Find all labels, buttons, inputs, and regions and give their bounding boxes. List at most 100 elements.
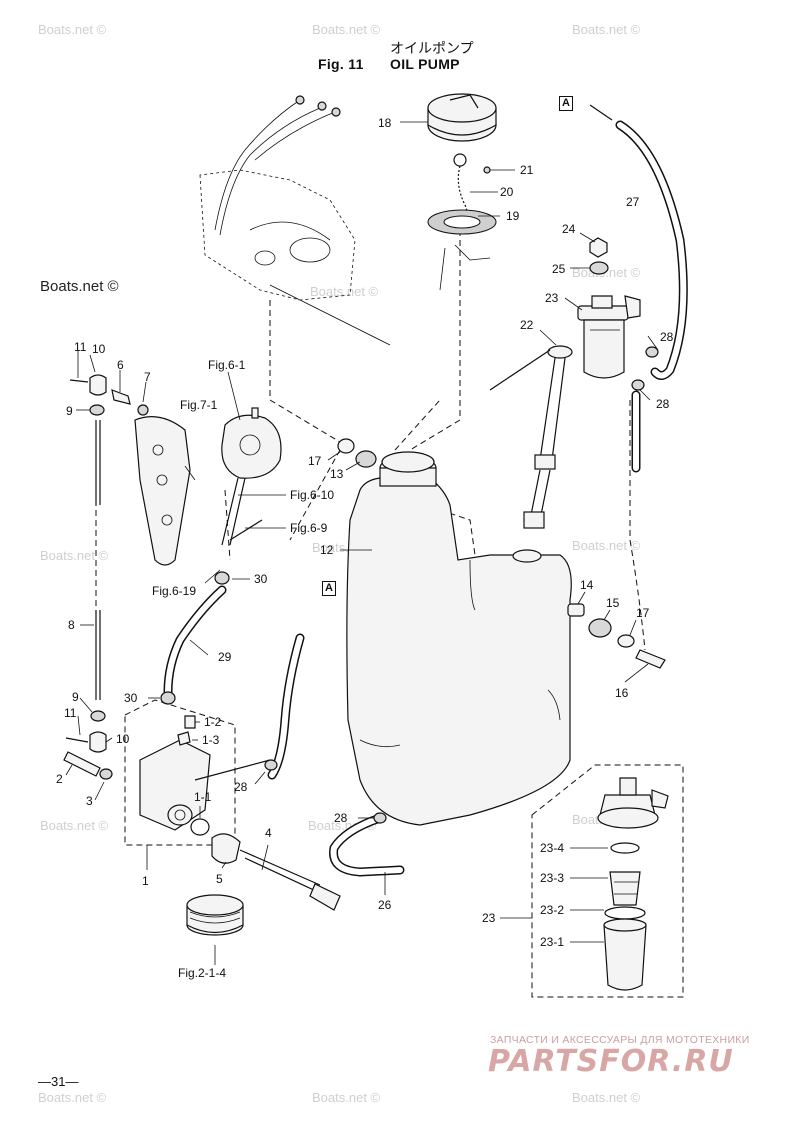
watermark: Boats.net © (40, 278, 119, 295)
nut-24-part (589, 237, 608, 258)
callout-21: 21 (520, 163, 534, 177)
japanese-title: オイルポンプ (390, 41, 474, 57)
callout-1-1: 1-1 (194, 790, 212, 804)
callout-6: 6 (117, 358, 124, 372)
hose-28-part (264, 633, 305, 780)
callout-23-top: 23 (545, 291, 559, 305)
callout-17-top: 17 (308, 454, 322, 468)
callout-30-top: 30 (254, 572, 268, 586)
level-sensor-part (489, 345, 573, 529)
clamp-30b-part (160, 691, 176, 705)
hose-26-part (329, 812, 405, 877)
callout-1-3: 1-3 (202, 733, 220, 747)
watermark: Boats.net © (310, 284, 379, 299)
callout-16: 16 (615, 686, 629, 700)
callout-28-d: 28 (334, 811, 348, 825)
watermark: Boats.net © (572, 22, 641, 37)
ref-fig-6-9: Fig.6-9 (290, 521, 328, 535)
callout-17-bottom: 17 (636, 606, 650, 620)
callout-4: 4 (265, 826, 272, 840)
watermark: Boats.net © (38, 22, 107, 37)
callout-8: 8 (68, 618, 75, 632)
hose-27-part (589, 104, 688, 380)
page-number: —31— (38, 1074, 79, 1089)
grommet-15-part (588, 618, 612, 638)
callout-12: 12 (320, 543, 334, 557)
clamp-30-part (214, 571, 230, 585)
callout-11-top: 11 (74, 340, 87, 354)
wire-harness (214, 95, 341, 236)
callout-9-bottom: 9 (72, 690, 79, 704)
callout-18: 18 (378, 116, 392, 130)
callout-23-3: 23-3 (540, 871, 565, 885)
callout-23-1: 23-1 (540, 935, 565, 949)
callout-24: 24 (562, 222, 576, 236)
hose-29-part (163, 585, 227, 697)
tank-cap-part (427, 93, 497, 142)
ref-fig-6-10: Fig.6-10 (290, 488, 335, 502)
washer-25-part (589, 261, 609, 275)
watermark: Boats.net © (40, 548, 109, 563)
o-ring-1-1-part (190, 818, 210, 836)
callout-11-bottom: 11 (64, 706, 77, 720)
bolt-16-part (635, 649, 666, 669)
callout-13: 13 (330, 467, 344, 481)
clamp-28b-part (631, 379, 645, 391)
ref-coupler-2-1-4 (186, 894, 244, 936)
watermark: Boats.net © (572, 1090, 641, 1105)
callout-1-2: 1-2 (204, 715, 222, 729)
shaft-2-part (63, 751, 101, 777)
powerhead-outline (199, 169, 356, 301)
callout-23-2: 23-2 (540, 903, 565, 917)
callout-27: 27 (626, 195, 640, 209)
watermark: Boats.net © (572, 538, 641, 553)
callout-20: 20 (500, 185, 514, 199)
drive-gear-part (211, 833, 341, 911)
watermark: Boats.net © (312, 1090, 381, 1105)
ref-bracket-7-1 (134, 416, 191, 566)
shop-logo: PARTSFOR.RU (488, 1044, 734, 1079)
ref-fig-2-1-4: Fig.2-1-4 (178, 966, 227, 980)
filter-exploded-frame (531, 764, 684, 998)
callout-23-4: 23-4 (540, 841, 565, 855)
callout-10-top: 10 (92, 342, 106, 356)
filter-exploded-parts (597, 777, 669, 991)
callout-28-c: 28 (234, 780, 248, 794)
level-wire (269, 284, 391, 346)
ref-component-6-1 (221, 407, 282, 546)
callout-10-bottom: 10 (116, 732, 130, 746)
ref-fig-6-19: Fig.6-19 (152, 584, 197, 598)
figure-number: Fig. 11 (318, 56, 364, 72)
clamp-28-part (645, 346, 659, 358)
watermark: Boats.net © (40, 818, 109, 833)
oil-tank-part (346, 451, 572, 826)
linkage-rod-part (65, 374, 149, 753)
marker-a-top: A (559, 96, 573, 111)
collar-14-part (567, 603, 585, 617)
callout-9-top: 9 (66, 404, 73, 418)
callout-5: 5 (216, 872, 223, 886)
callout-leaders (65, 121, 659, 965)
marker-a-bottom: A (322, 581, 336, 596)
callout-3: 3 (86, 794, 93, 808)
callout-22: 22 (520, 318, 534, 332)
washer-3-part (99, 768, 113, 780)
shop-tagline: ЗАПЧАСТИ И АКСЕССУАРЫ ДЛЯ МОТОТЕХНИКИ (490, 1034, 750, 1046)
watermark: Boats.net © (572, 265, 641, 280)
oil-filter-part (577, 295, 641, 379)
ref-fig-6-1: Fig.6-1 (208, 358, 246, 372)
callout-26: 26 (378, 898, 392, 912)
watermark: Boats.net © (312, 22, 381, 37)
callout-14: 14 (580, 578, 594, 592)
callout-28-b: 28 (656, 397, 670, 411)
cap-gasket-part (427, 209, 497, 291)
oil-pump-part (139, 715, 271, 831)
grommet-13-part (355, 450, 377, 468)
callout-29: 29 (218, 650, 232, 664)
callout-25: 25 (552, 262, 566, 276)
callout-23-bottom: 23 (482, 911, 496, 925)
callout-19: 19 (506, 209, 520, 223)
callout-1: 1 (142, 874, 149, 888)
